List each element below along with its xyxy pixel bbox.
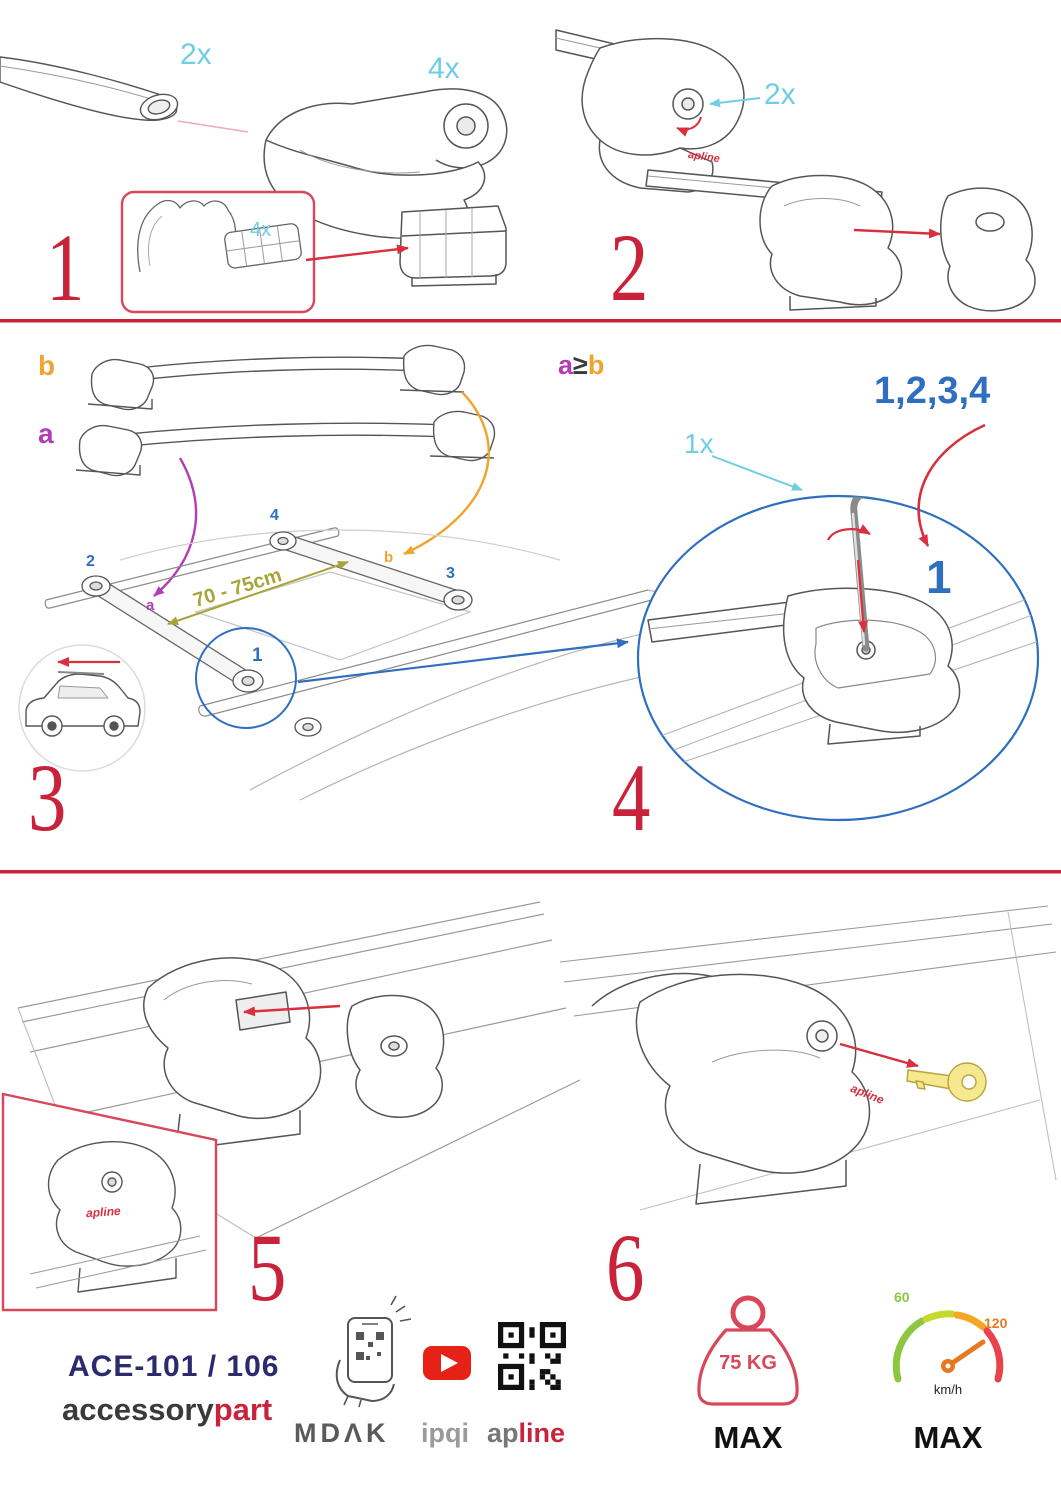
step6-foot-illustration: [591, 972, 871, 1205]
step2-number: 2: [610, 214, 649, 321]
speed-min-label: 60: [894, 1289, 910, 1305]
step3-position-4: 4: [270, 507, 279, 524]
model-number: ACE-101 / 106: [68, 1350, 280, 1383]
step3-arrow-b: [403, 391, 490, 556]
step4-sequence-arrow: [917, 423, 986, 547]
step2-lock-qty: 2x: [764, 78, 796, 111]
step3-bar-b-label: b: [38, 350, 56, 381]
step1-bar-qty: 2x: [180, 38, 212, 71]
condition-b: b: [587, 350, 605, 380]
youtube-icon: [423, 1346, 471, 1380]
key-illustration: [906, 1062, 987, 1102]
step4-rotate-arrow: [827, 524, 871, 541]
step3-number: 3: [28, 744, 67, 851]
ipqi-logo-text: ipqi: [421, 1418, 469, 1448]
step1-insert-arrow: [305, 244, 409, 262]
step2-lock-rotate-arrow: [676, 116, 702, 137]
step4-tighten-arrow: [856, 559, 869, 633]
divider-bottom: [0, 870, 1061, 874]
step2-slide-arrow: [853, 228, 941, 239]
weight-max-label: MAX: [713, 1420, 783, 1455]
step3-arrow-a-label: a: [146, 597, 155, 614]
allen-key-icon: [850, 496, 900, 652]
mdak-logo-text: MDΛK: [294, 1418, 390, 1448]
step3-feet: [81, 531, 473, 737]
step3-car-inset: [18, 644, 146, 772]
brand-accessory: accessory: [62, 1392, 214, 1427]
step3-position-3: 3: [446, 565, 455, 582]
brand-logo: accessorypart: [62, 1394, 272, 1425]
step1-number: 1: [46, 214, 85, 321]
step5-foot-illustration: [143, 957, 445, 1151]
step2-assembly-illustration: [645, 169, 1036, 312]
divider-top: [0, 319, 1061, 323]
apline-ap: ap: [487, 1418, 519, 1448]
step1-foot-qty: 4x: [428, 52, 460, 85]
condition-a: a: [558, 350, 574, 380]
step3-distance-arrow: [167, 561, 349, 625]
step5-insert-arrow: [243, 1004, 341, 1017]
step3-arrow-b-label: b: [384, 549, 394, 566]
step6-number: 6: [606, 1214, 645, 1321]
step4-detail-content: [644, 496, 1038, 776]
step2-foot-illustration: [555, 29, 745, 193]
step1-foot-illustration: [263, 88, 508, 287]
speed-unit-label: km/h: [933, 1382, 963, 1397]
step3-bar-b-illustration: [87, 344, 466, 411]
step1-bar-illustration: [0, 56, 179, 121]
apline-line: line: [518, 1418, 566, 1448]
step1-pad-qty: 4x: [250, 219, 272, 241]
step3-to-step4-arrow: [297, 638, 629, 684]
weight-icon: [697, 1295, 799, 1406]
car-side-view: [25, 671, 141, 737]
rubber-pad-illustration: [224, 223, 302, 269]
step4-sequence: 1,2,3,4: [874, 370, 991, 412]
step1-pointer-line: [177, 120, 249, 133]
condition-operator: ≥: [573, 350, 588, 380]
step4-start-position: 1: [926, 551, 952, 603]
step6-key-arrow: [839, 1042, 919, 1068]
step3-position-1: 1: [252, 645, 263, 666]
step5-inset: [1, 1092, 218, 1312]
step4-condition: a≥b: [558, 352, 604, 379]
speed-max-value: 120: [984, 1315, 1008, 1331]
step3-arrow-a: [153, 457, 198, 597]
step5-number: 5: [248, 1214, 287, 1321]
phone-qr-icon: [335, 1295, 412, 1408]
speedometer-icon: [892, 1310, 1004, 1383]
apline-logo-text: apline: [487, 1420, 565, 1447]
brand-part: part: [213, 1392, 273, 1427]
step4-tool-qty: 1x: [684, 428, 714, 459]
step5-brand-on-foot: apline: [85, 1203, 122, 1221]
speed-max-label: MAX: [913, 1420, 983, 1455]
weight-value: 75 KG: [719, 1352, 777, 1374]
step3-position-2: 2: [86, 553, 95, 570]
step3-bar-a-label: a: [38, 418, 54, 449]
step4-qty-arrow: [711, 455, 803, 491]
step3-bar-a-illustration: [75, 410, 496, 477]
step2-qty-arrow: [709, 97, 761, 108]
step1-inset: [120, 190, 409, 314]
step3-focus-circle: [195, 627, 297, 729]
step4-number: 4: [612, 744, 651, 851]
qr-code-icon: [498, 1322, 566, 1390]
